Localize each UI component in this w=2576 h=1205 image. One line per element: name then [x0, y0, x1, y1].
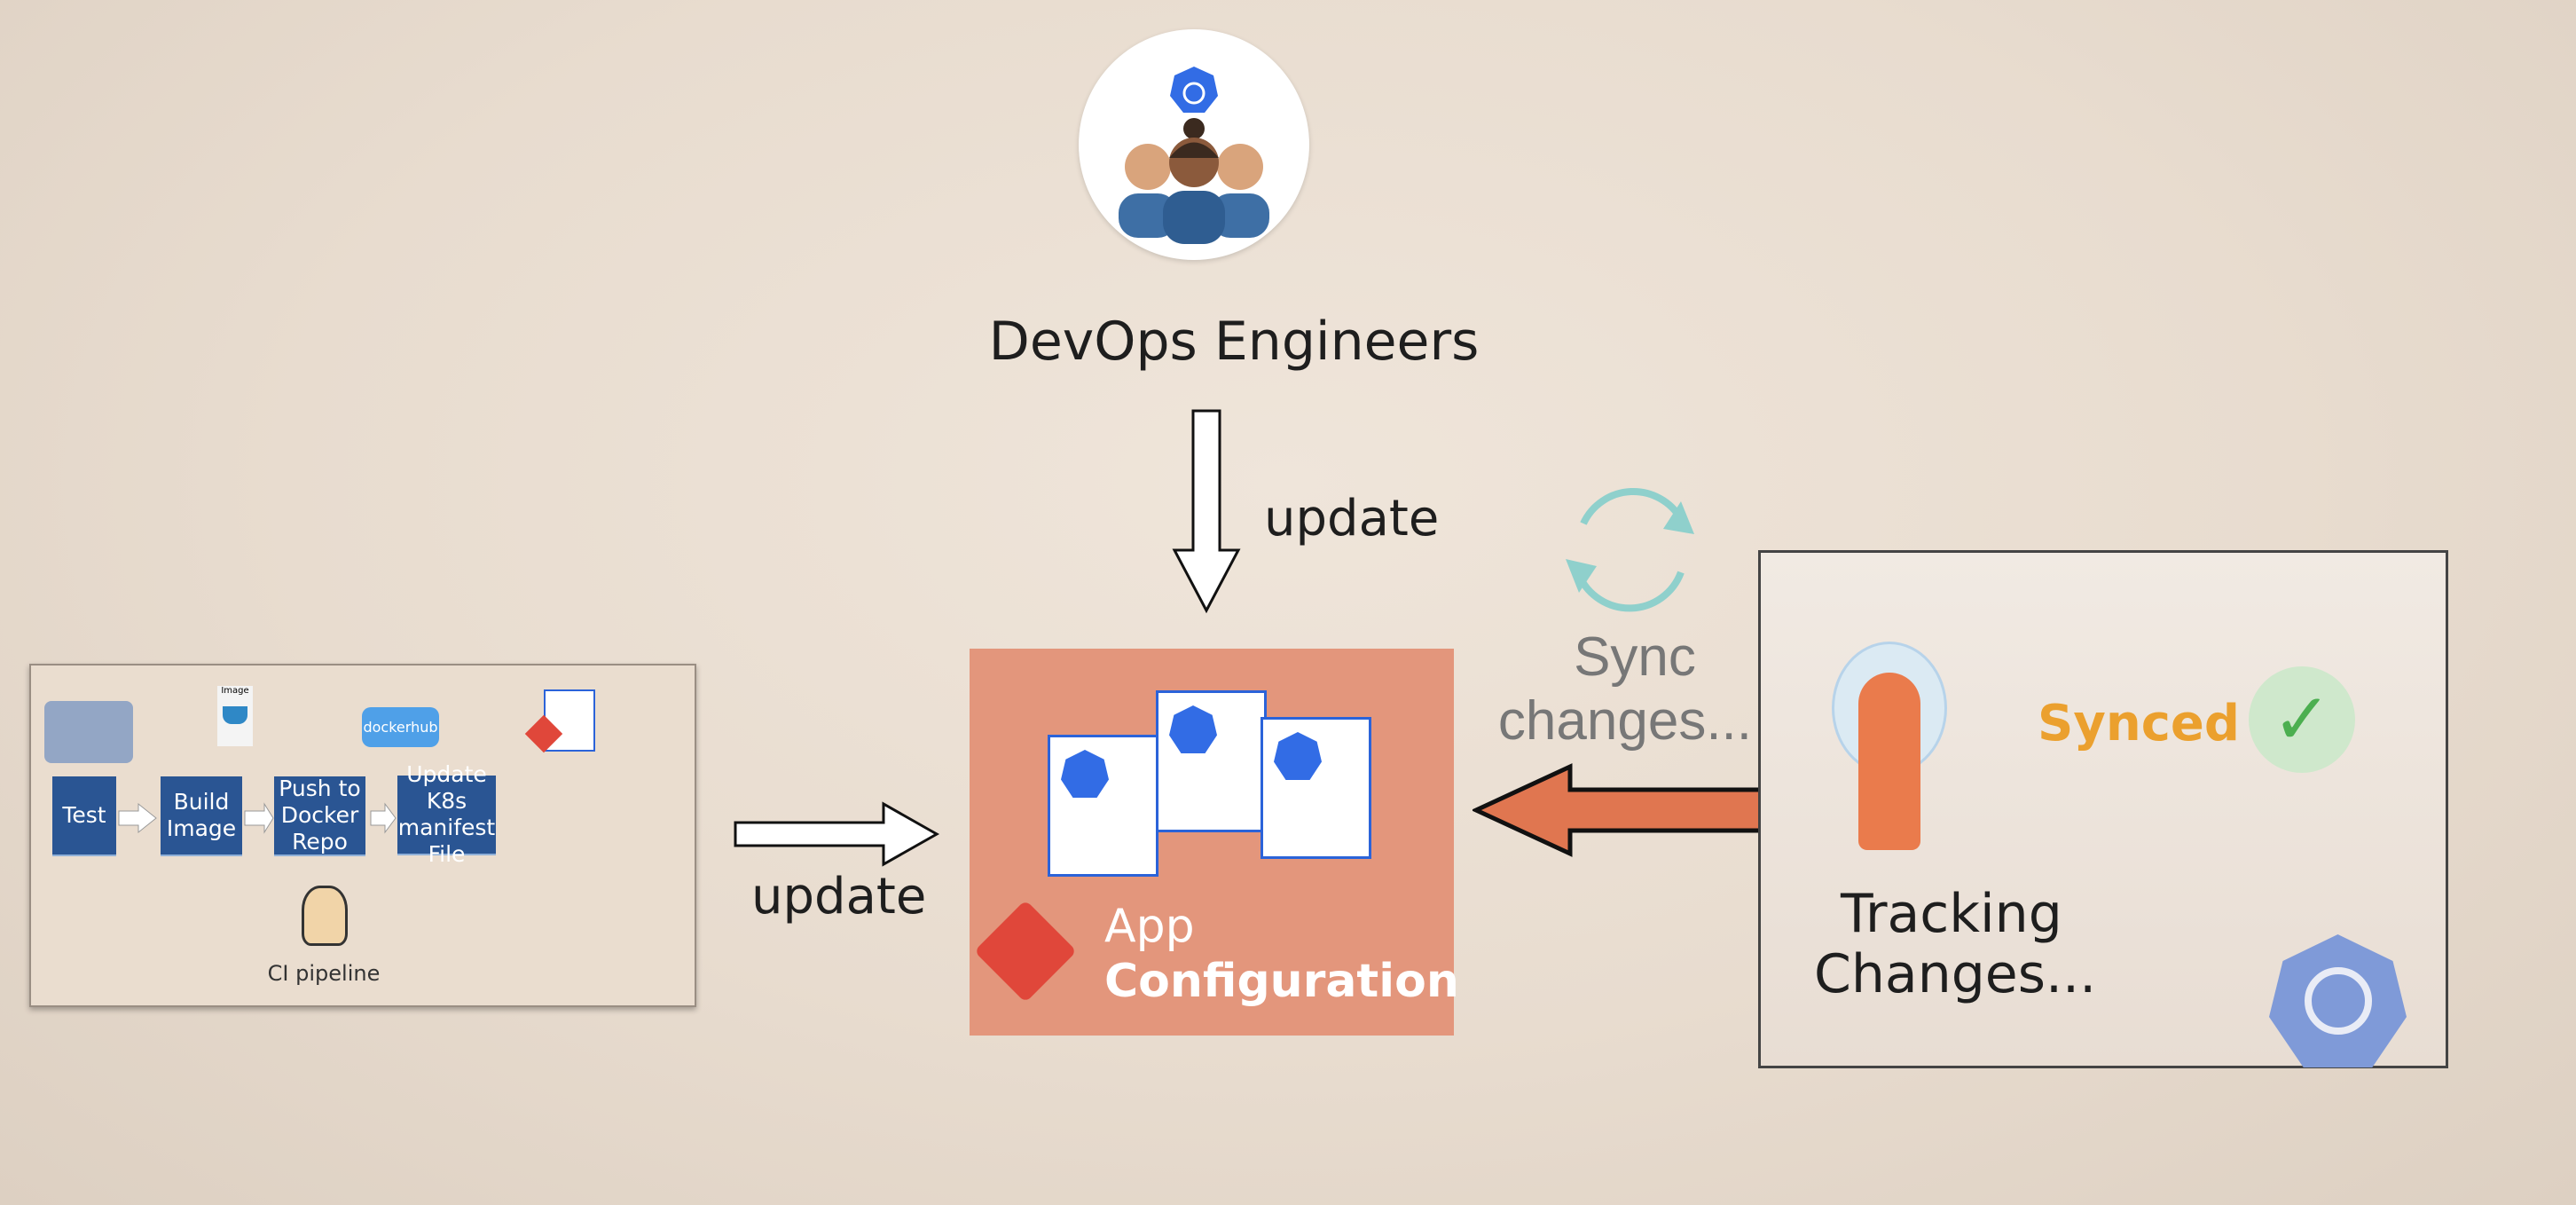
stage-test: Test	[52, 776, 116, 856]
devops-avatar	[1079, 29, 1309, 260]
down-arrow	[1172, 409, 1241, 614]
manifest-file-icon	[1156, 690, 1267, 832]
image-label: Image	[221, 686, 249, 696]
manifest-file-icon	[1048, 735, 1158, 877]
devops-label: DevOps Engineers	[988, 311, 1480, 373]
test-icon	[44, 701, 133, 763]
argocd-box: Synced ✓ Tracking Changes...	[1758, 550, 2448, 1068]
sync-icon	[1566, 487, 1694, 612]
kubernetes-icon	[2269, 934, 2407, 1067]
dockerhub-logo: dockerhub	[362, 707, 439, 747]
right-arrow	[734, 801, 940, 867]
engineers-icon	[1119, 67, 1269, 244]
configuration-label: Configuration	[1104, 955, 1459, 1008]
app-label: App	[1104, 900, 1195, 953]
git-icon	[974, 900, 1077, 1003]
top-update-label: update	[1264, 490, 1440, 547]
stage-build-image: Build Image	[161, 776, 242, 856]
sync-label-1: Sync	[1574, 626, 1696, 688]
stage-update-manifest: Update K8s manifest File	[397, 761, 496, 867]
tracking-label-1: Tracking	[1841, 883, 2062, 945]
synced-status: Synced	[2038, 695, 2240, 752]
check-icon: ✓	[2249, 666, 2355, 773]
jenkins-icon	[302, 886, 348, 946]
dockerhub-label: dockerhub	[363, 719, 438, 736]
sync-arrow	[1473, 763, 1786, 857]
left-update-label: update	[751, 868, 927, 925]
tracking-label-2: Changes...	[1814, 943, 2097, 1005]
ci-pipeline-box: Image dockerhub Test Build Image Push to…	[29, 664, 696, 1007]
app-configuration-box: App Configuration	[970, 649, 1459, 1036]
sync-label-2: changes...	[1497, 690, 1752, 752]
ci-caption: CI pipeline	[267, 961, 381, 986]
manifest-file-icon	[1261, 717, 1371, 859]
argocd-octopus	[1858, 673, 1920, 850]
stage-push: Push to Docker Repo	[274, 776, 365, 856]
docker-image-icon: Image	[217, 686, 253, 746]
stage-arrows	[118, 802, 397, 834]
